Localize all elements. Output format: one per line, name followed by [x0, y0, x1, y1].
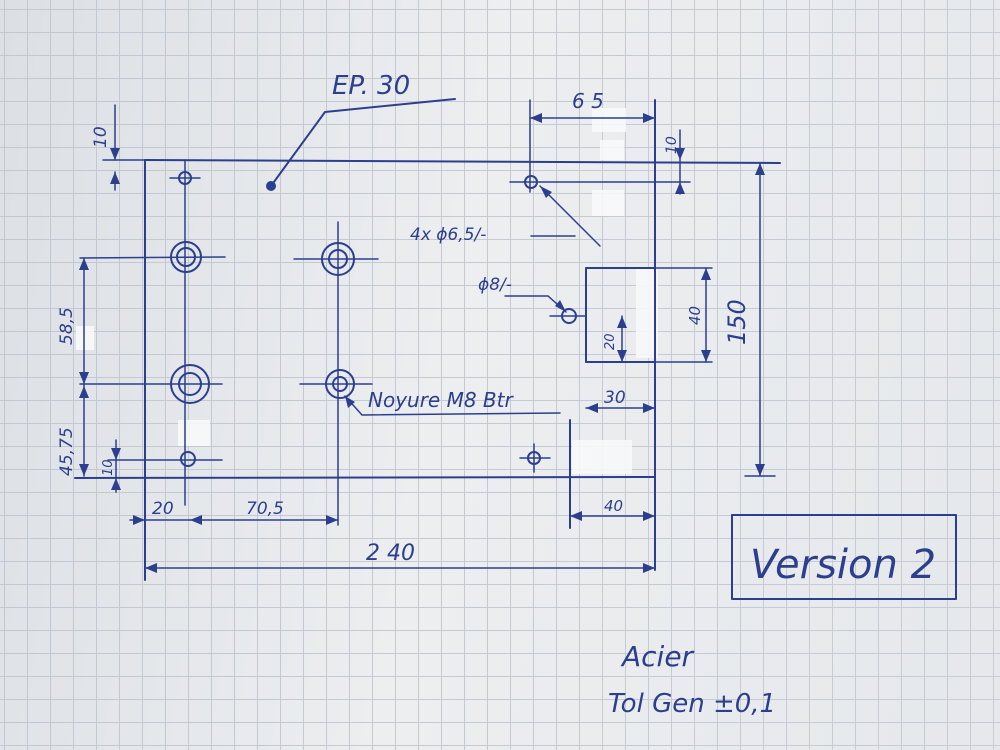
counterbore-inner	[176, 247, 196, 267]
dim-bottom-offset: 10	[101, 459, 116, 476]
hole-small-bottom-left	[180, 451, 196, 467]
dim-top-offset-left: 10	[91, 126, 111, 148]
arrowheads	[79, 113, 765, 573]
dim-overall-width: 2 40	[366, 541, 415, 566]
hole-small-bottom-right	[527, 451, 541, 465]
dim-left-offset-20: 20	[152, 499, 174, 519]
counterbore-outer	[170, 241, 202, 273]
correction-patch	[592, 190, 624, 216]
dim-top-offset-right: 10	[664, 136, 680, 154]
hole-pin	[561, 308, 577, 324]
dim-notch-height-40: 40	[686, 306, 704, 325]
material-note: Acier	[620, 640, 695, 673]
correction-patch	[592, 108, 626, 132]
dim-notch-width-30: 30	[604, 388, 626, 408]
hole-small-top-right	[524, 175, 538, 189]
callout-hole-pin: ϕ8/-	[478, 275, 512, 295]
dim-top-right-offset: 6 5	[572, 89, 604, 113]
counterbore-inner	[178, 372, 202, 396]
holes	[170, 171, 577, 467]
version-label: Version 2	[750, 542, 936, 588]
hole-small-top-left	[178, 171, 192, 185]
counterbore-outer	[325, 369, 355, 399]
callout-tapped-bore: Noyure M8 Btr	[368, 388, 514, 412]
dim-spacing-70-5: 70,5	[246, 499, 284, 519]
correction-patch	[76, 326, 94, 350]
leader-lines	[270, 98, 601, 416]
plate-outline	[74, 99, 781, 581]
dim-notch-width-40: 40	[604, 497, 623, 515]
callout-holes-small: 4x ϕ6,5/-	[410, 225, 486, 245]
counterbore-outer	[170, 364, 210, 404]
counterbore-outer	[321, 242, 355, 276]
dim-vertical-58-5: 58,5	[57, 307, 77, 345]
dimension-lines	[83, 104, 776, 569]
correction-patch	[600, 140, 624, 160]
thickness-note: EP. 30	[332, 71, 410, 101]
counterbore-inner	[332, 376, 348, 392]
version-box	[731, 514, 957, 600]
correction-patch	[178, 420, 210, 446]
dim-overall-height: 150	[723, 299, 751, 345]
dim-notch-inner-20: 20	[603, 333, 618, 350]
dim-vertical-45-75: 45,75	[57, 427, 77, 476]
correction-patch	[572, 440, 632, 474]
tolerance-note: Tol Gen ±0,1	[608, 689, 776, 719]
counterbore-inner	[328, 249, 348, 269]
correction-patch	[636, 268, 658, 358]
